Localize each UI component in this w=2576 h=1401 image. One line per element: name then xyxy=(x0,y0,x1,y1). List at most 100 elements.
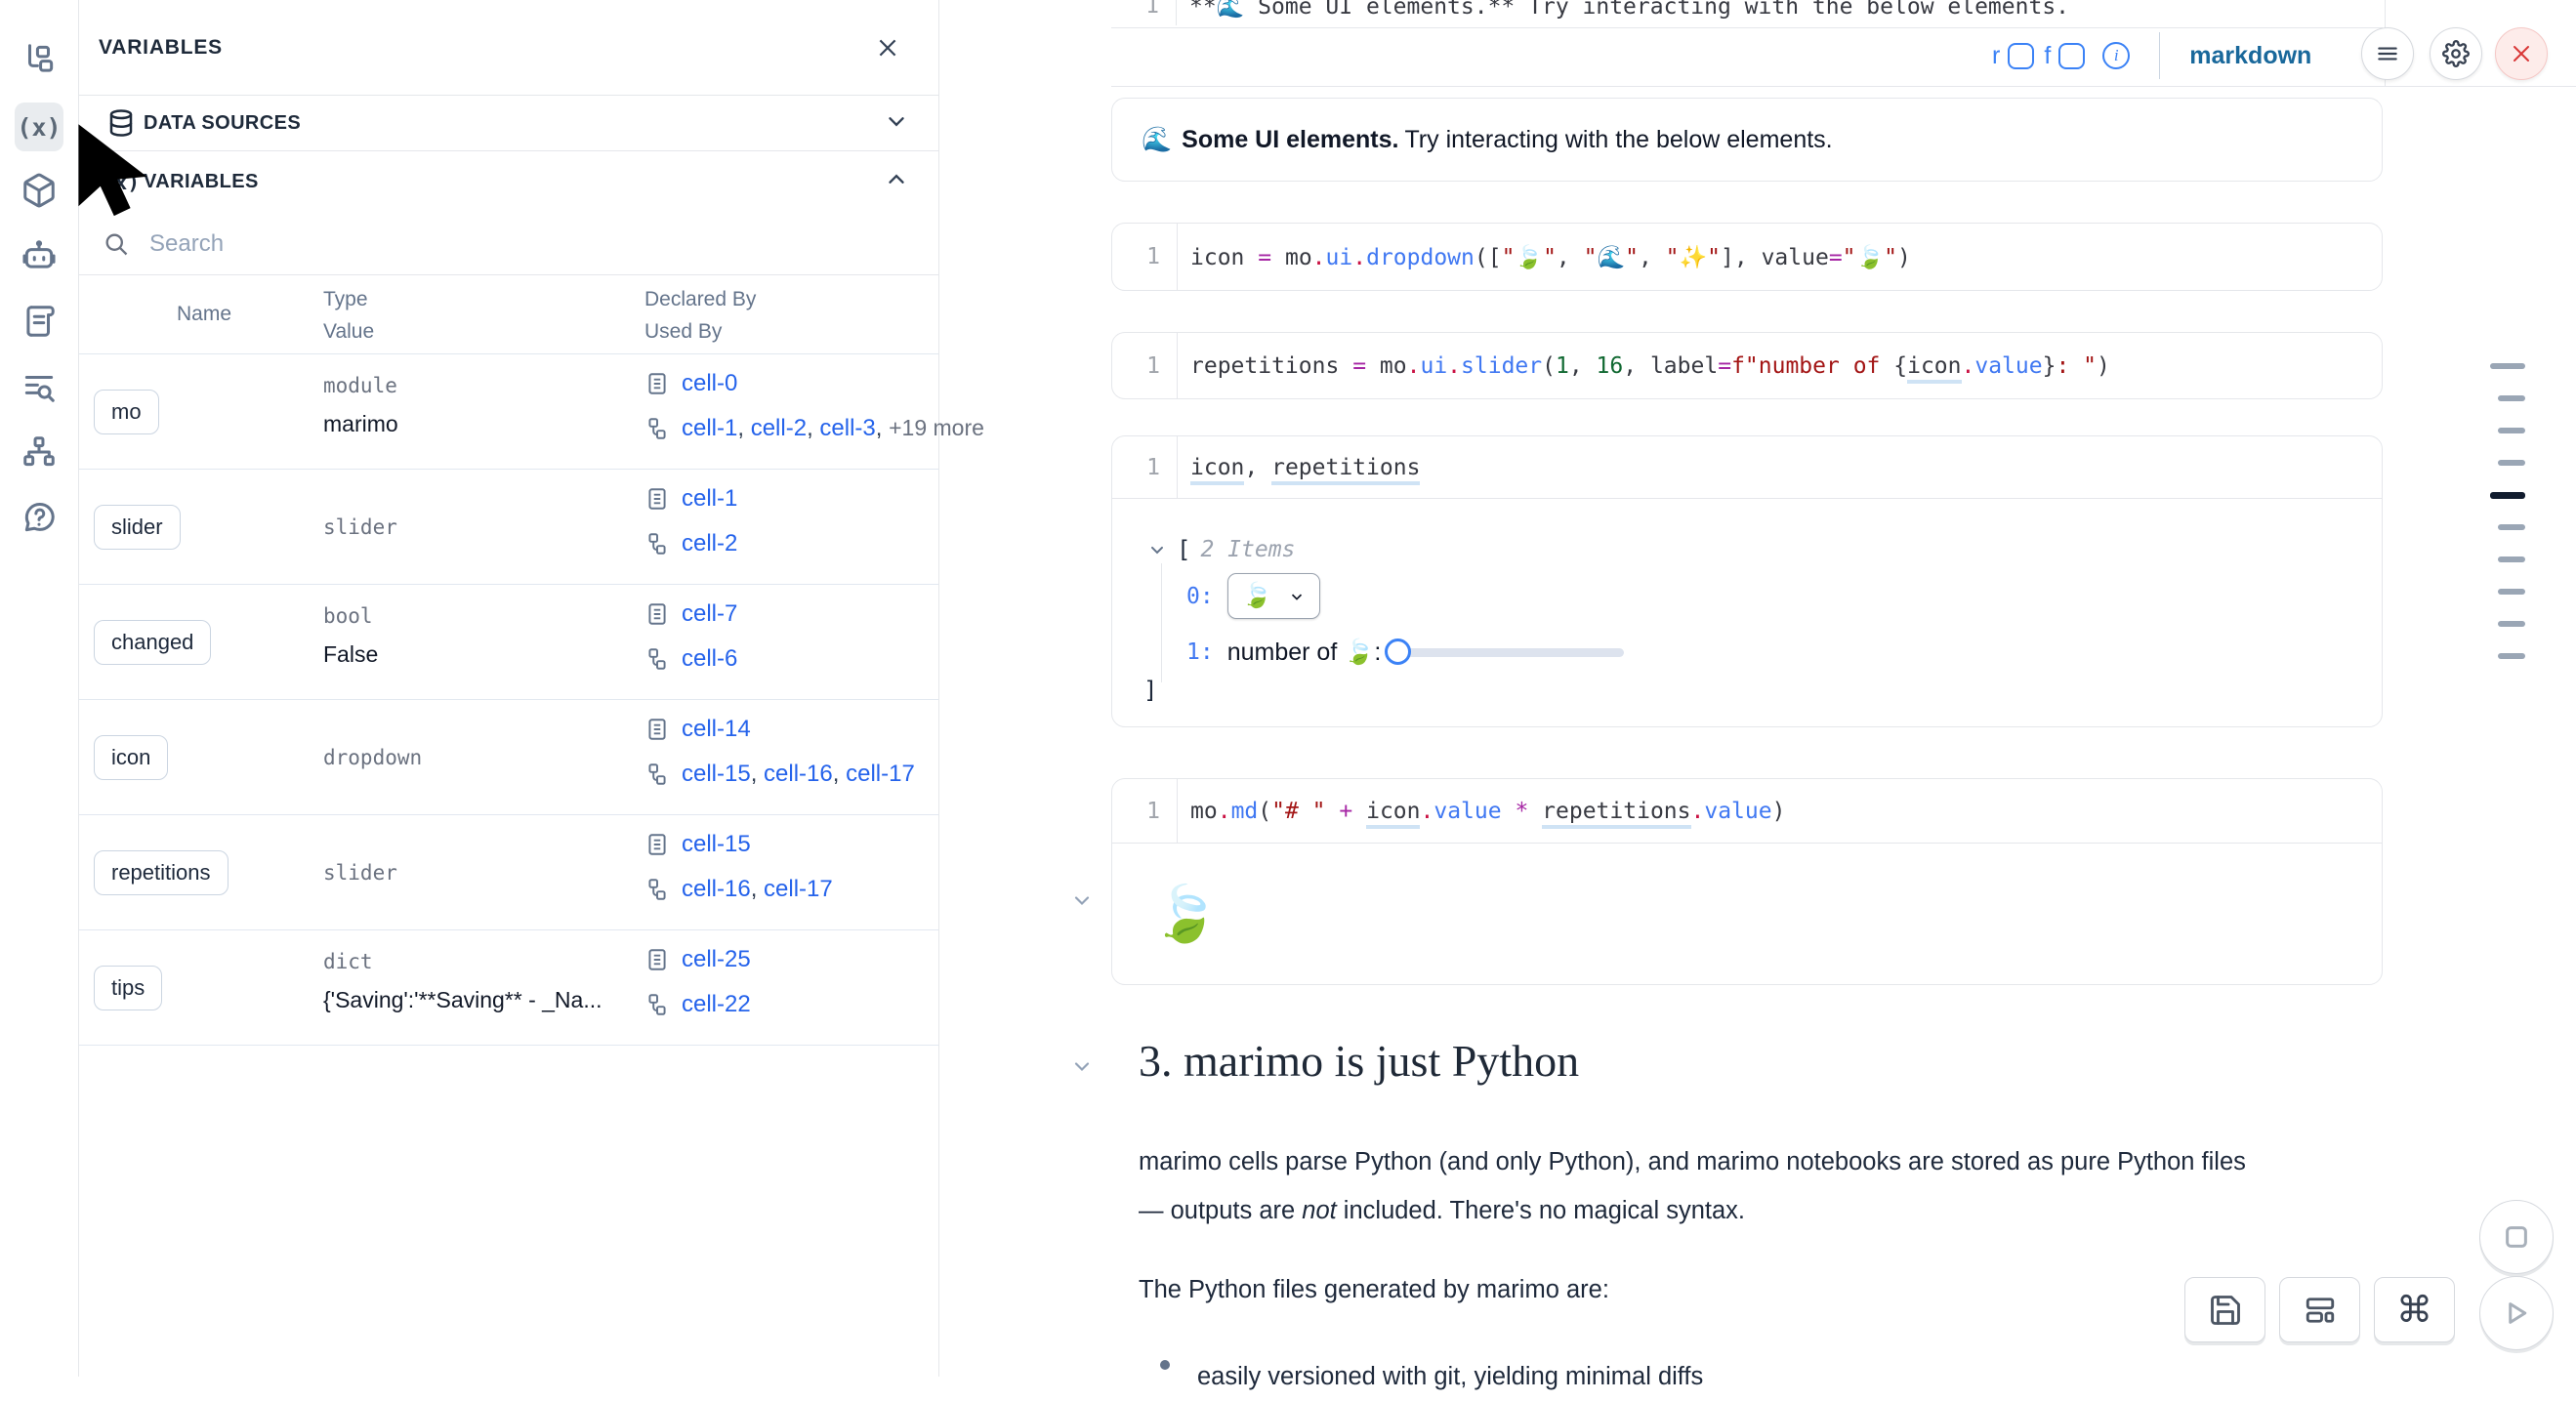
cell-link[interactable]: cell-1 xyxy=(682,415,738,441)
menu-button[interactable] xyxy=(2361,27,2414,80)
sidebar-item-variables[interactable]: (x) xyxy=(15,103,63,151)
used-by-links[interactable]: cell-16, cell-17 xyxy=(682,876,833,902)
table-row: tips dict {'Saving':'**Saving** - _Na...… xyxy=(79,930,938,1046)
used-by-links[interactable]: cell-15, cell-16, cell-17 xyxy=(682,761,915,787)
settings-button[interactable] xyxy=(2430,27,2482,80)
code-cell-slider[interactable]: 1 repetitions = mo.ui.slider(1, 16, labe… xyxy=(1111,332,2383,399)
dependency-graph-icon xyxy=(21,433,58,475)
minimap-cell-marker[interactable] xyxy=(2490,363,2525,369)
close-panel-button[interactable] xyxy=(870,30,905,65)
cell-link[interactable]: cell-2 xyxy=(682,530,738,556)
declared-by-links[interactable]: cell-25 xyxy=(682,946,751,973)
cell-link[interactable]: cell-7 xyxy=(682,600,738,627)
sidebar-item-file-explorer[interactable] xyxy=(15,37,63,86)
declared-by-links[interactable]: cell-7 xyxy=(682,600,737,628)
variable-name-badge[interactable]: repetitions xyxy=(94,849,229,895)
array-output: [ 2 Items 0: 🍃 1: number of 🍃: xyxy=(1112,499,2382,726)
sidebar-item-dependencies[interactable] xyxy=(15,430,63,478)
stop-button[interactable] xyxy=(2479,1200,2554,1274)
declared-by-links[interactable]: cell-0 xyxy=(682,370,737,397)
variable-name-badge[interactable]: changed xyxy=(94,619,212,665)
cell-type-label[interactable]: markdown xyxy=(2189,41,2312,69)
minimap-cell-marker[interactable] xyxy=(2498,621,2525,627)
format-checkbox[interactable] xyxy=(2058,42,2086,69)
more-cells-label[interactable]: +19 more xyxy=(889,415,984,440)
slider-track[interactable] xyxy=(1394,648,1625,657)
cell-link[interactable]: cell-15 xyxy=(682,761,751,787)
declared-by-links[interactable]: cell-1 xyxy=(682,485,737,513)
hamburger-icon xyxy=(2378,47,2397,61)
variable-name-badge[interactable]: tips xyxy=(94,965,163,1010)
layout-button[interactable] xyxy=(2279,1277,2360,1342)
minimap-cell-marker-active[interactable] xyxy=(2490,492,2525,499)
chevron-down-icon[interactable] xyxy=(1070,1054,1094,1078)
minimap-cell-marker[interactable] xyxy=(2498,524,2525,530)
declared-by: cell-25 xyxy=(644,946,751,973)
shortcuts-button[interactable]: ⌘ xyxy=(2374,1277,2455,1342)
markdown-cell-editor[interactable]: 1 **🌊 Some UI elements.** Try interactin… xyxy=(1111,0,2383,25)
cell-link[interactable]: cell-2 xyxy=(750,415,808,441)
dropdown-select[interactable]: 🍃 xyxy=(1226,573,1320,619)
variable-type: slider xyxy=(323,515,397,539)
chevron-down-icon[interactable] xyxy=(1147,540,1167,559)
sidebar-item-help[interactable] xyxy=(15,495,63,544)
minimap-cell-marker[interactable] xyxy=(2498,428,2525,433)
declared-by-links[interactable]: cell-14 xyxy=(682,716,751,743)
minimap-cell-marker[interactable] xyxy=(2498,653,2525,659)
declared-by-links[interactable]: cell-15 xyxy=(682,831,751,858)
info-icon[interactable]: i xyxy=(2102,42,2131,69)
variable-value: False xyxy=(323,641,379,667)
used-by: cell-15, cell-16, cell-17 xyxy=(644,761,915,788)
run-checkbox[interactable] xyxy=(2008,42,2035,69)
slider-thumb[interactable] xyxy=(1385,639,1412,665)
chevron-down-icon[interactable] xyxy=(1070,888,1094,912)
cell-link[interactable]: cell-6 xyxy=(682,645,738,672)
paragraph: marimo cells parse Python (and only Pyth… xyxy=(1139,1148,2246,1224)
cell-link[interactable]: cell-17 xyxy=(764,876,833,902)
run-button[interactable] xyxy=(2479,1276,2554,1350)
cell-icon xyxy=(648,603,666,625)
shutdown-button[interactable] xyxy=(2495,27,2548,80)
used-by-links[interactable]: cell-2 xyxy=(682,530,737,557)
sidebar-item-logs[interactable] xyxy=(15,364,63,413)
variable-name-badge[interactable]: icon xyxy=(94,734,169,780)
cell-link[interactable]: cell-1 xyxy=(682,485,738,512)
cell-link[interactable]: cell-16 xyxy=(682,876,751,902)
sidebar-item-scratchpad[interactable] xyxy=(15,299,63,348)
used-by-links[interactable]: cell-6 xyxy=(682,645,737,673)
variables-section-header[interactable]: (x) VARIABLES xyxy=(79,151,938,213)
stop-icon xyxy=(2506,1226,2527,1248)
save-button[interactable] xyxy=(2184,1277,2265,1342)
cell-link[interactable]: cell-0 xyxy=(682,370,738,396)
code-cell-md[interactable]: 1 mo.md("# " + icon.value * repetitions.… xyxy=(1111,778,2383,985)
minimap-cell-marker[interactable] xyxy=(2498,556,2525,562)
search-input[interactable] xyxy=(149,229,938,258)
used-by-links[interactable]: cell-22 xyxy=(682,991,751,1018)
slider-control[interactable] xyxy=(1385,638,1639,667)
line-number: 1 xyxy=(1146,244,1160,269)
cell-link[interactable]: cell-15 xyxy=(682,831,751,857)
data-sources-section-header[interactable]: DATA SOURCES xyxy=(79,96,938,151)
cell-link[interactable]: cell-16 xyxy=(764,761,833,787)
cell-link[interactable]: cell-17 xyxy=(846,761,915,787)
cell-link[interactable]: cell-14 xyxy=(682,716,751,742)
gutter-divider xyxy=(1177,779,1178,843)
cell-link[interactable]: cell-25 xyxy=(682,946,751,972)
sidebar-item-ai-chat[interactable] xyxy=(15,233,63,282)
variable-name-badge[interactable]: slider xyxy=(94,504,181,550)
markdown-result-output: 🍃 xyxy=(1112,844,2382,984)
code-cell-dropdown[interactable]: 1 icon = mo.ui.dropdown(["🍃", "🌊", "✨"],… xyxy=(1111,223,2383,291)
line-number: 1 xyxy=(1146,798,1160,824)
minimap-cell-marker[interactable] xyxy=(2498,460,2525,466)
cell-link[interactable]: cell-22 xyxy=(682,991,751,1017)
cell-link[interactable]: cell-3 xyxy=(819,415,876,441)
minimap-cell-marker[interactable] xyxy=(2498,395,2525,401)
code-cell-refs[interactable]: 1 icon, repetitions [ 2 Items 0: 🍃 xyxy=(1111,435,2383,727)
variable-name-badge[interactable]: mo xyxy=(94,389,159,434)
markdown-output-cell[interactable]: 🌊 Some UI elements. Try interacting with… xyxy=(1111,98,2383,182)
sidebar-item-packages[interactable] xyxy=(15,168,63,217)
used-by-links[interactable]: cell-1, cell-2, cell-3, +19 more xyxy=(682,415,984,441)
minimap-cell-marker[interactable] xyxy=(2498,589,2525,595)
link-icon xyxy=(648,763,666,785)
table-row: changed bool False cell-7 cell-6 xyxy=(79,585,938,700)
